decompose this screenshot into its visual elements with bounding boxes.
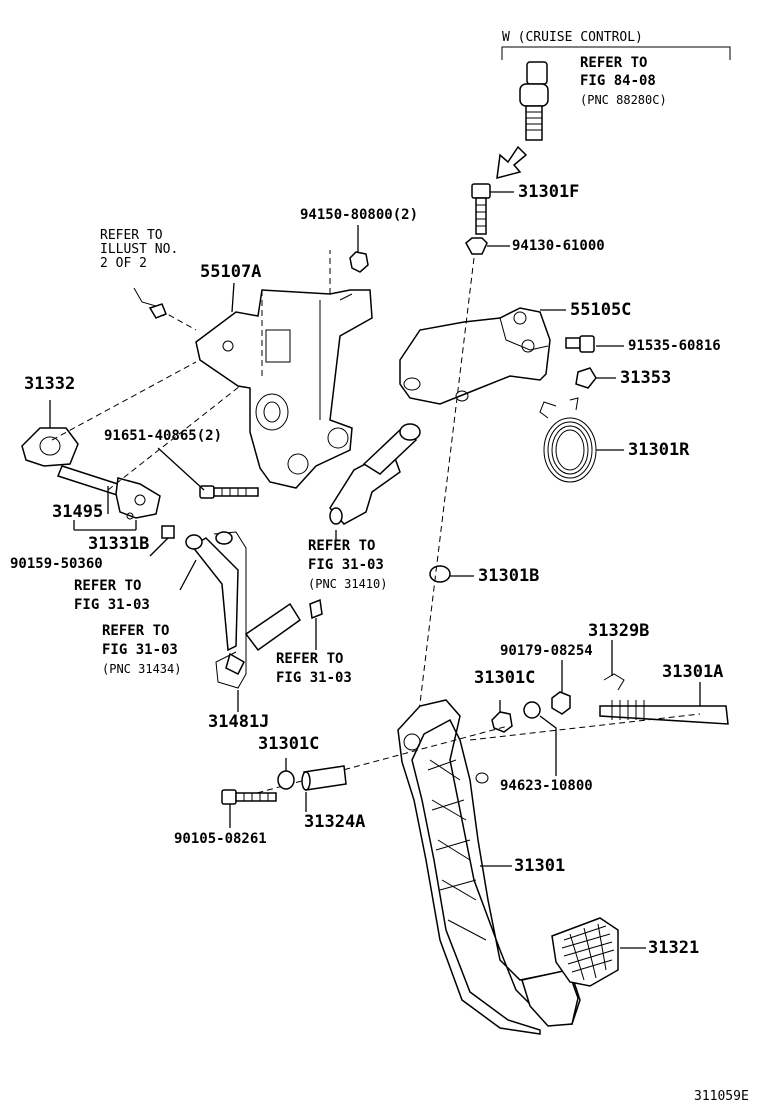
part-label-31301B: 31301B bbox=[478, 566, 540, 586]
clip-31353-illustration bbox=[575, 367, 616, 389]
fig3103c-line2: FIG 31-03 bbox=[102, 642, 178, 658]
part-label-91535: 91535-60816 bbox=[628, 338, 721, 354]
bolt-31301F-illustration bbox=[471, 183, 514, 235]
nut-94130-illustration bbox=[465, 237, 510, 255]
part-label-31301: 31301 bbox=[514, 856, 566, 876]
cruise-control-label: W (CRUISE CONTROL) bbox=[502, 30, 643, 45]
fig3103d-line1: REFER TO bbox=[276, 651, 344, 667]
clip-illustration bbox=[133, 287, 167, 319]
dash-pedal-pin bbox=[469, 713, 701, 741]
cruise-switch-illustration bbox=[519, 61, 549, 141]
part-label-31321: 31321 bbox=[648, 938, 700, 958]
part-label-91651: 91651-40865(2) bbox=[104, 428, 223, 444]
fig3103b-line1: REFER TO bbox=[74, 578, 142, 594]
part-label-55105C: 55105C bbox=[570, 300, 632, 320]
part-label-31481J: 31481J bbox=[208, 712, 270, 732]
part-label-31301A: 31301A bbox=[662, 662, 724, 682]
nut-94150-illustration bbox=[349, 225, 369, 273]
part-label-31332: 31332 bbox=[24, 374, 76, 394]
cruise-ref-line1: REFER TO bbox=[580, 55, 648, 71]
bracket-55105C-illustration bbox=[399, 307, 566, 405]
bolt-91535-illustration bbox=[565, 335, 624, 353]
part-label-94623: 94623-10800 bbox=[500, 778, 593, 794]
part-label-31331B: 31331B bbox=[88, 534, 150, 554]
illust-ref-line1: REFER TO bbox=[100, 228, 163, 243]
figure-id: 311059E bbox=[694, 1089, 749, 1104]
bolt-91651-illustration bbox=[157, 447, 259, 499]
nut-31301C-illustration bbox=[491, 700, 513, 733]
collar-31324A-illustration bbox=[301, 765, 347, 812]
fig3103d-line2: FIG 31-03 bbox=[276, 670, 352, 686]
cruise-bracket-line bbox=[501, 46, 731, 60]
washer-illustration bbox=[523, 701, 541, 719]
bushing-31332-illustration bbox=[21, 400, 79, 467]
nut-90179-illustration bbox=[551, 660, 571, 715]
fig3103b-line2: FIG 31-03 bbox=[74, 597, 150, 613]
part-label-90159: 90159-50360 bbox=[10, 556, 103, 572]
dash-illust bbox=[159, 309, 197, 331]
pin-31301A-illustration bbox=[599, 682, 729, 725]
washer-31301C-illustration bbox=[277, 758, 295, 790]
spring-31301R-illustration bbox=[539, 397, 624, 483]
part-label-94130: 94130-61000 bbox=[512, 238, 605, 254]
fig3103a-line3: (PNC 31410) bbox=[308, 577, 388, 591]
part-label-31324A: 31324A bbox=[304, 812, 366, 832]
dash-pedal-top bbox=[417, 257, 475, 721]
part-label-31301F: 31301F bbox=[518, 182, 580, 202]
fig3103a-line1: REFER TO bbox=[308, 538, 376, 554]
part-label-31301R: 31301R bbox=[628, 440, 690, 460]
dash-pedal-bolt bbox=[237, 725, 509, 799]
cruise-ref-line2: FIG 84-08 bbox=[580, 73, 656, 89]
part-label-31495: 31495 bbox=[52, 502, 104, 522]
part-label-90105: 90105-08261 bbox=[174, 831, 267, 847]
part-label-55107A: 55107A bbox=[200, 262, 262, 282]
fig3103c-line3: (PNC 31434) bbox=[102, 662, 182, 676]
fig3103c-line1: REFER TO bbox=[102, 623, 170, 639]
leader-94623 bbox=[539, 715, 557, 776]
pedal-31301-illustration bbox=[397, 699, 581, 1035]
part-label-31329B: 31329B bbox=[588, 621, 650, 641]
cylinder-illustration bbox=[329, 423, 421, 540]
cruise-ref-line3: (PNC 88280C) bbox=[580, 93, 667, 107]
part-label-31353: 31353 bbox=[620, 368, 672, 388]
part-label-31301C-upper: 31301C bbox=[474, 668, 536, 688]
bolt-90105-illustration bbox=[221, 789, 277, 828]
dash-31495 bbox=[107, 385, 241, 491]
direction-arrow bbox=[496, 145, 528, 180]
illust-ref-line2: ILLUST NO. bbox=[100, 242, 179, 257]
illust-ref-line3: 2 OF 2 bbox=[100, 256, 147, 271]
hose-31481J-illustration bbox=[179, 531, 323, 712]
pad-31321-illustration bbox=[551, 917, 646, 987]
part-label-94150: 94150-80800(2) bbox=[300, 207, 419, 223]
part-label-31301C-lower: 31301C bbox=[258, 734, 320, 754]
clip-31329B-illustration bbox=[603, 640, 625, 691]
dash-31332 bbox=[51, 361, 197, 441]
part-label-90179: 90179-08254 bbox=[500, 643, 593, 659]
screw-90159-illustration bbox=[149, 525, 175, 557]
bracket-55107A-illustration bbox=[195, 282, 373, 489]
fig3103a-line2: FIG 31-03 bbox=[308, 557, 384, 573]
